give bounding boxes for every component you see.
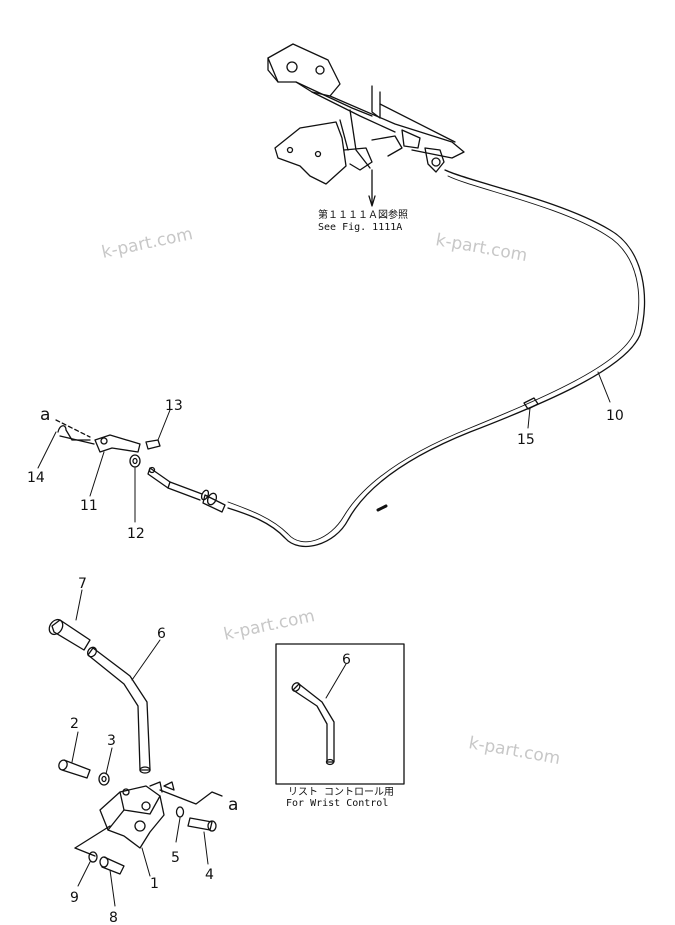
callout-15: 15	[517, 432, 535, 448]
callout-10: 10	[606, 408, 624, 424]
bolt-2	[58, 759, 91, 779]
callout-5: 5	[171, 850, 180, 866]
callout-a-top: a	[40, 405, 50, 425]
callout-a-bottom: a	[228, 795, 238, 815]
lever-6	[86, 646, 151, 774]
watermark-3: k-part.com	[222, 606, 317, 645]
yoke-11	[94, 434, 141, 453]
callout-11: 11	[80, 498, 98, 514]
inset-label-jp: リスト コントロール用	[288, 787, 394, 798]
wrist-control-inset	[275, 643, 405, 785]
callout-6: 6	[157, 626, 166, 642]
cable-clamp-mark	[376, 504, 388, 512]
cable-socket	[163, 781, 175, 791]
callout-7: 7	[78, 576, 87, 592]
reference-en: See Fig. 1111A	[318, 222, 402, 233]
cable-clip-15	[523, 397, 539, 410]
callout-4: 4	[205, 867, 214, 883]
callout-1: 1	[150, 876, 159, 892]
control-cable	[227, 169, 646, 547]
callout-14: 14	[27, 470, 45, 486]
washer-3	[98, 772, 110, 786]
assembly-leader	[74, 825, 111, 849]
watermark-4: k-part.com	[467, 733, 562, 769]
nut-12	[129, 454, 141, 468]
callout-3: 3	[107, 733, 116, 749]
bracket-assembly	[267, 43, 465, 207]
reference-jp: 第１１１１Ａ図参照	[318, 208, 408, 221]
washer-9	[88, 851, 98, 863]
callout-2: 2	[70, 716, 79, 732]
bolt-13	[145, 439, 161, 450]
watermark-2: k-part.com	[434, 230, 529, 266]
a-connector-line	[159, 789, 223, 805]
watermark-1: k-part.com	[100, 224, 195, 263]
callout-leaders	[37, 371, 611, 907]
inset-callout-6: 6	[342, 652, 351, 668]
cable-end-fitting	[147, 466, 226, 513]
assembly-leader-2	[74, 847, 96, 857]
washer-5	[175, 806, 185, 818]
inset-label-en: For Wrist Control	[286, 798, 388, 809]
callout-12: 12	[127, 526, 145, 542]
bolt-8	[99, 856, 125, 875]
control-cable-outline	[227, 175, 640, 543]
callout-9: 9	[70, 890, 79, 906]
lever-base-1	[99, 781, 165, 849]
callout-13: 13	[165, 398, 183, 414]
bolt-4	[187, 817, 217, 832]
pin-14	[57, 425, 95, 445]
pin-14-leader	[55, 419, 91, 438]
callout-8: 8	[109, 910, 118, 925]
knob-7	[48, 618, 91, 651]
